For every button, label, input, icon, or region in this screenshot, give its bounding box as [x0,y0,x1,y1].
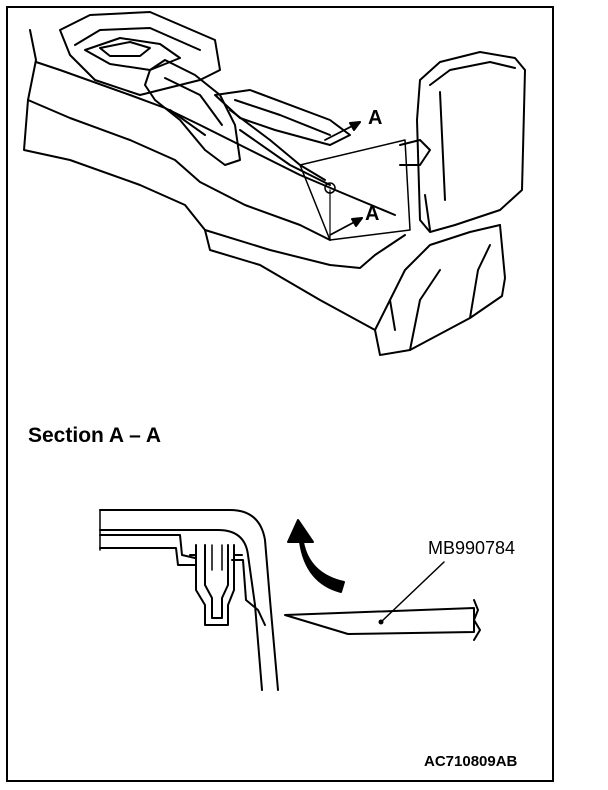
trim-panel-outline [299,139,411,241]
cup-holder-tray [214,89,351,146]
section-title: Section A – A [28,424,162,447]
console-outer-body [23,29,506,356]
section-callout-upper: A [368,107,383,129]
armrest-hinge [399,139,431,166]
clip-location-marker [324,182,336,194]
figure-id: AC710809AB [424,753,518,770]
console-side-panel [27,99,331,241]
console-lower-sill [204,229,406,269]
tool-part-number: MB990784 [428,538,516,558]
floor-console-illustration [23,11,526,356]
console-top-left-edge [35,61,396,216]
retaining-clip [195,544,235,626]
parking-brake-lever [144,59,241,166]
console-panel-outer [99,509,279,691]
section-a-a-illustration [99,509,481,691]
section-callout-lower: A [365,203,380,225]
pry-direction-arrow [287,519,345,593]
console-panel-inner [99,529,263,691]
console-rear-corner [374,224,501,331]
removal-tool-body [284,607,475,635]
shift-bezel [59,11,221,96]
armrest-lid [416,51,526,233]
figure-border [6,6,554,782]
tool-leader-line [380,561,445,623]
